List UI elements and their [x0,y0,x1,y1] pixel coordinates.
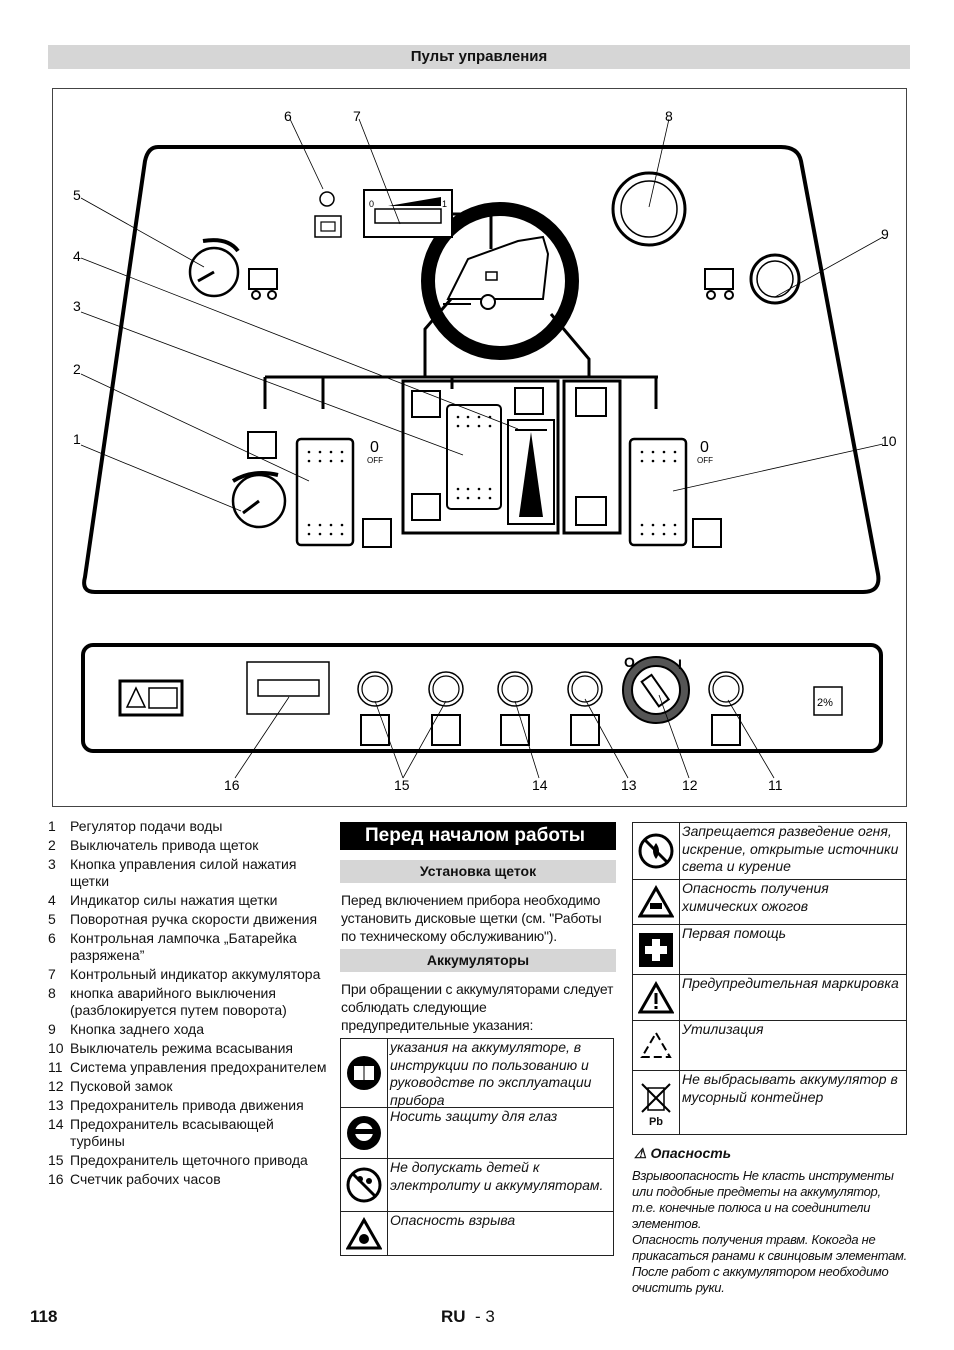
switch10-off: OFF [697,456,713,465]
callout-3: 3 [73,298,81,314]
switch2-zero: 0 [370,439,379,456]
control-panel-figure: 0 1 0 OFF [52,88,907,807]
callout-12: 12 [682,777,698,793]
brushes-heading: Установка щеток [340,860,616,883]
danger-heading: ⚠ Опасность [634,1145,732,1161]
section-title: Перед началом работы [340,822,616,850]
callout-5: 5 [73,187,81,203]
table-row: Не допускать детей к электролиту и аккум… [341,1158,613,1211]
table-row: Опасность взрыва [341,1211,613,1255]
table-row: Носить защиту для глаз [341,1107,613,1158]
table-row: указания на аккумуляторе, в инструкции п… [341,1039,613,1108]
callout-11: 11 [768,777,783,793]
page-locale: RU - 3 [441,1307,495,1326]
section-header: Пульт управления [48,45,910,69]
manual-icon [341,1039,388,1107]
table-row: Запрещается разведение огня, искрение, о… [633,823,906,879]
chemical-burn-icon [633,880,680,924]
callout-7: 7 [353,108,361,124]
callout-2: 2 [73,361,81,377]
table-row: Первая помощь [633,924,906,974]
hazard-column: Запрещается разведение огня, искрение, о… [632,822,907,1296]
table-row: Предупредительная маркировка [633,974,906,1020]
callout-4: 4 [73,248,81,264]
table-row: Опасность получения химических ожогов [633,879,906,924]
key-pos-o: O [624,654,635,670]
callout-16: 16 [224,777,240,793]
gauge-min: 0 [369,199,374,209]
goggles-icon [341,1108,388,1158]
callout-1: 1 [73,431,81,447]
pb-label: Pb [648,1115,664,1128]
explosion-icon [341,1212,388,1255]
key-pos-i: I [678,656,682,672]
switch2-off: OFF [367,456,383,465]
callout-13: 13 [621,777,637,793]
switch10-zero: 0 [700,439,709,456]
hazard-table: Запрещается разведение огня, искрение, о… [632,822,907,1135]
callout-6: 6 [284,108,292,124]
no-bin-pb-icon: Pb [633,1071,680,1134]
first-aid-icon [633,925,680,974]
danger-text-1: Взрывоопасность Не класть инструменты ил… [632,1168,894,1231]
gauge-max: 1 [442,199,447,209]
battery-text: При обращении с аккумуляторами следует с… [341,981,614,1033]
callout-14: 14 [532,777,548,793]
danger-warning-icon: ⚠ [634,1145,651,1161]
control-panel-drawing: 0 1 0 OFF [73,108,897,793]
recycle-icon [633,1021,680,1070]
callout-8: 8 [665,108,673,124]
callout-9: 9 [881,226,889,242]
page-number: 118 [30,1307,58,1326]
battery-heading: Аккумуляторы [340,949,616,972]
table-row: Утилизация [633,1020,906,1070]
slope-label: 2% [817,697,833,709]
no-children-icon [341,1159,388,1211]
table-row: Pb Не выбрасывать аккумулятор в мусорный… [633,1070,906,1134]
battery-warnings-table: указания на аккумуляторе, в инструкции п… [340,1038,614,1256]
brushes-text: Перед включением прибора необходимо уста… [341,892,602,944]
danger-text-2: Опасность получения травм. Кокогда не пр… [632,1232,907,1295]
no-fire-icon [633,823,680,879]
callout-10: 10 [881,433,897,449]
callout-15: 15 [394,777,410,793]
warning-icon [633,975,680,1020]
before-start-section: Перед началом работы Установка щеток Пер… [340,822,616,1256]
